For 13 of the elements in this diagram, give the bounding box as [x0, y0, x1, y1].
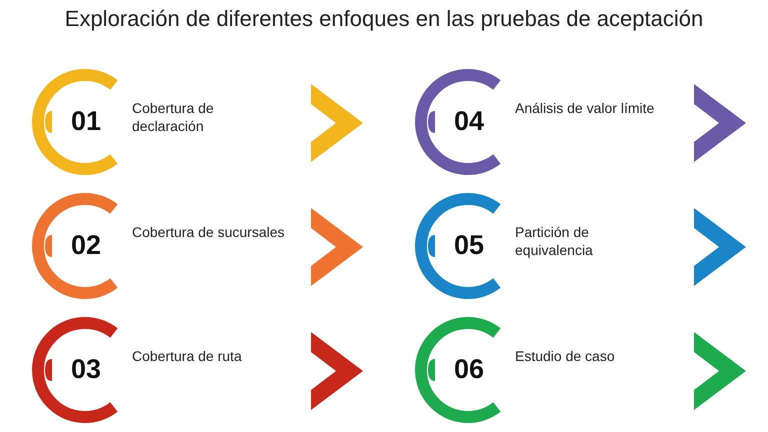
- step-number: 01: [71, 106, 102, 136]
- item-label: Partición de equivalencia: [515, 223, 594, 259]
- step-number: 04: [454, 106, 484, 136]
- item-label: Cobertura de ruta: [132, 347, 243, 365]
- step-number: 02: [71, 230, 102, 260]
- item-label: Cobertura de declaración: [132, 99, 215, 135]
- item-label: Estudio de caso: [515, 347, 616, 365]
- step-number: 06: [454, 354, 484, 384]
- title: Exploración de diferentes enfoques en las pruebas de aceptación: [64, 6, 704, 32]
- step-number: 05: [454, 230, 484, 260]
- item-label: Cobertura de sucursales: [132, 223, 286, 241]
- item-label: Análisis de valor límite: [515, 99, 656, 117]
- step-number: 03: [71, 354, 102, 384]
